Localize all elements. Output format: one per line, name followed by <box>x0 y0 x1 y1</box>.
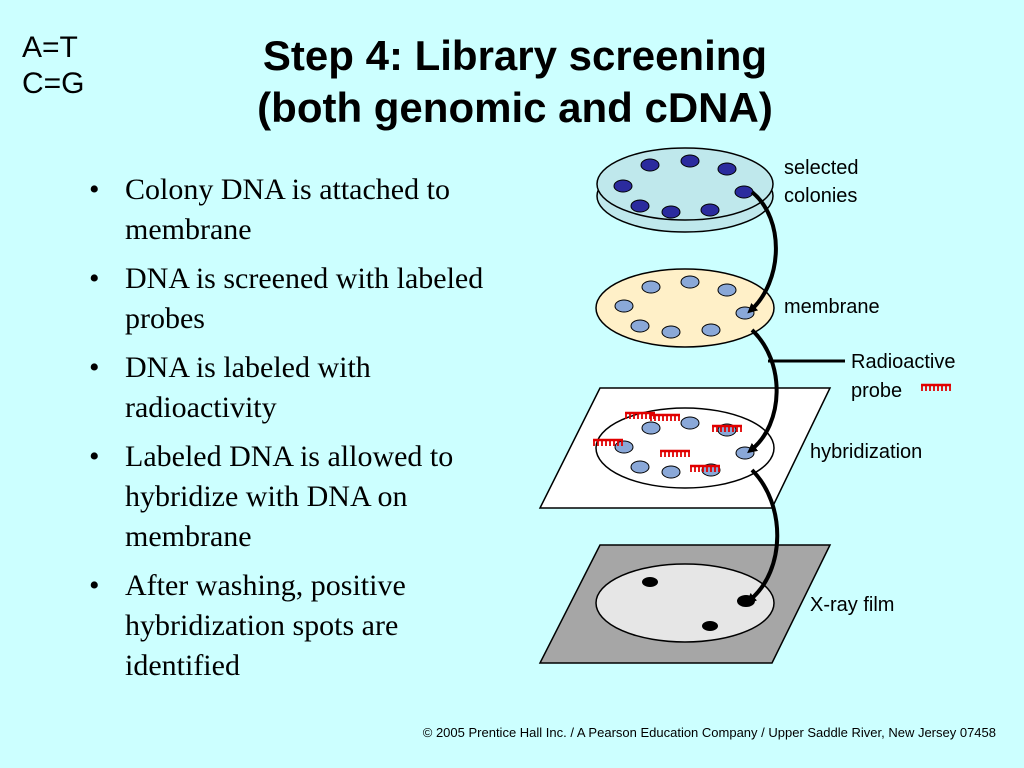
hybridization-sheet <box>538 387 832 509</box>
base-pair-at: A=T <box>22 31 78 64</box>
colony <box>717 162 737 176</box>
hybridization-label: hybridization <box>810 441 922 463</box>
colony <box>680 154 700 168</box>
copyright-footer: © 2005 Prentice Hall Inc. / A Pearson Ed… <box>422 725 996 740</box>
bullet-text: After washing, positive hybridization sp… <box>125 569 406 682</box>
arrow-hybridization-to-film <box>746 468 780 604</box>
colony <box>640 158 660 172</box>
colony <box>630 199 650 213</box>
bullet-item: • DNA is labeled with radioactivity <box>85 348 515 428</box>
base-pairing-note: A=T C=G <box>22 30 85 102</box>
bullet-item: • After washing, positive hybridization s… <box>85 566 515 686</box>
bullet-dot-icon: • <box>89 569 100 602</box>
arrow-plate-to-membrane <box>747 190 778 314</box>
selected-colonies-label: selected colonies <box>784 157 859 207</box>
xray-film-label: X-ray film <box>810 594 894 616</box>
bullet-dot-icon: • <box>89 173 100 206</box>
bullet-dot-icon: • <box>89 262 100 295</box>
colony <box>734 185 754 199</box>
bullet-text: Labeled DNA is allowed to hybridize with… <box>125 440 454 553</box>
bullet-item: • Colony DNA is attached to membrane <box>85 170 515 250</box>
xray-film <box>538 544 832 664</box>
bullet-dot-icon: • <box>89 351 100 384</box>
positive-spots <box>642 577 755 631</box>
base-pair-cg: C=G <box>22 67 85 100</box>
membrane-label: membrane <box>784 296 880 318</box>
bullet-item: • DNA is screened with labeled probes <box>85 259 515 339</box>
radioactive-probe-label-2: probe <box>851 380 902 402</box>
radioactive-probe-label-1: Radioactive <box>851 351 956 373</box>
bullet-item: • Labeled DNA is allowed to hybridize wit… <box>85 437 515 557</box>
petri-plate <box>596 147 774 233</box>
bullet-dot-icon: • <box>89 440 100 473</box>
colony <box>613 179 633 193</box>
membrane-disc <box>595 268 775 348</box>
title-line-1: Step 4: Library screening <box>262 32 768 79</box>
arrow-membrane-to-hybridization <box>747 328 779 454</box>
colony <box>700 203 720 217</box>
probe-legend-icon <box>919 383 953 393</box>
selected-label-line-1: selected <box>784 157 859 179</box>
page-title: Step 4: Library screening (both genomic … <box>150 30 880 134</box>
bullet-text: Colony DNA is attached to membrane <box>125 173 450 246</box>
bullet-text: DNA is labeled with radioactivity <box>125 351 371 424</box>
bullet-list: • Colony DNA is attached to membrane • DNA… <box>85 170 515 695</box>
colony-group <box>613 154 754 219</box>
process-arrows <box>746 190 780 604</box>
colony <box>661 205 681 219</box>
selected-label-line-2: colonies <box>784 185 857 207</box>
title-line-2: (both genomic and cDNA) <box>257 84 773 131</box>
bullet-text: DNA is screened with labeled probes <box>125 262 484 335</box>
